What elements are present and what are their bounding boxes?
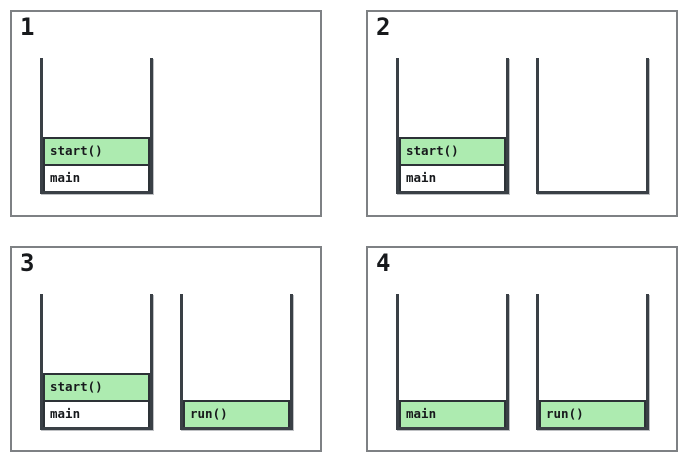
main-thread-stack: start() main xyxy=(40,58,153,194)
stack-frame: run() xyxy=(539,400,646,427)
stack-frame: start() xyxy=(43,373,150,400)
stack-frame: main xyxy=(43,400,150,427)
stacks-row: start() main xyxy=(396,58,649,194)
new-thread-stack xyxy=(536,58,649,194)
stack-frame: main xyxy=(43,164,150,191)
diagram-panel-2: 2 start() main xyxy=(366,10,678,217)
panel-number: 2 xyxy=(376,13,391,41)
stack-frame: run() xyxy=(183,400,290,427)
new-thread-stack: run() xyxy=(180,294,293,430)
frame-label: main xyxy=(50,405,81,421)
stacks-row: start() main xyxy=(40,58,153,194)
panel-number: 3 xyxy=(20,249,35,277)
stacks-row: start() main run() xyxy=(40,294,293,430)
frame-label: run() xyxy=(190,405,228,421)
diagram-panel-1: 1 start() main xyxy=(10,10,322,217)
frame-label: run() xyxy=(546,405,584,421)
new-thread-stack: run() xyxy=(536,294,649,430)
diagram-panel-4: 4 main run() xyxy=(366,246,678,452)
main-thread-stack: main xyxy=(396,294,509,430)
stacks-row: main run() xyxy=(396,294,649,430)
frame-label: main xyxy=(406,169,437,185)
frame-label: start() xyxy=(50,142,103,158)
stack-frame: start() xyxy=(399,137,506,164)
panel-number: 1 xyxy=(20,13,35,41)
frame-label: main xyxy=(406,405,437,421)
main-thread-stack: start() main xyxy=(396,58,509,194)
frame-label: main xyxy=(50,169,81,185)
panel-number: 4 xyxy=(376,249,391,277)
frame-label: start() xyxy=(50,378,103,394)
frame-label: start() xyxy=(406,142,459,158)
stack-frame: main xyxy=(399,164,506,191)
diagram-panel-3: 3 start() main run() xyxy=(10,246,322,452)
stack-frame: main xyxy=(399,400,506,427)
stack-frame: start() xyxy=(43,137,150,164)
main-thread-stack: start() main xyxy=(40,294,153,430)
